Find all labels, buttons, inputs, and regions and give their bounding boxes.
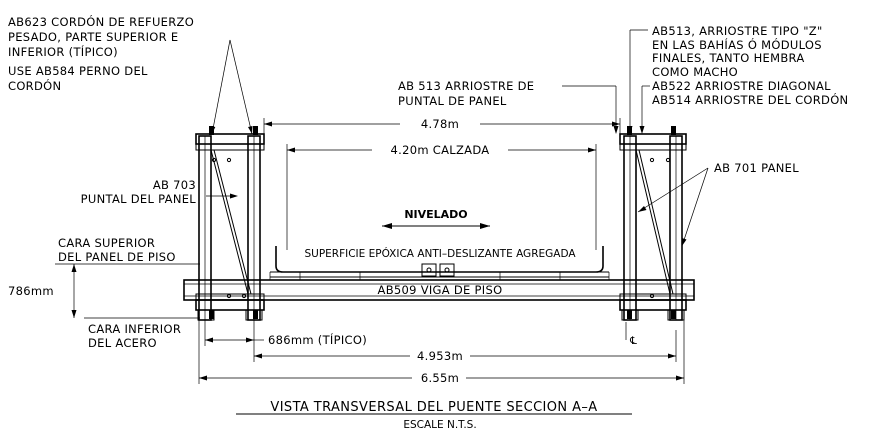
floor-beam-body (183, 279, 695, 301)
dim-786 (55, 263, 200, 319)
floor-beam (183, 279, 695, 301)
surface-label: SUPERFICIE EPÓXICA ANTI–DESLIZANTE AGREG… (304, 247, 576, 260)
svg-text:AB522 ARRIOSTRE DIAGONAL: AB522 ARRIOSTRE DIAGONAL (652, 79, 831, 93)
svg-text:INFERIOR (TÍPICO): INFERIOR (TÍPICO) (8, 44, 118, 59)
svg-text:USE AB584 PERNO DEL: USE AB584 PERNO DEL (8, 64, 148, 78)
svg-text:FINALES, TANTO HEMBRA: FINALES, TANTO HEMBRA (652, 51, 805, 65)
svg-text:CARA INFERIOR: CARA INFERIOR (88, 322, 181, 336)
dim-686-label: 686mm (TÍPICO) (268, 332, 367, 347)
centerline-mark: ℄ (629, 335, 637, 347)
leader-lines (206, 29, 709, 340)
nivelado-arrow (382, 223, 490, 229)
callout-ab513-right: AB513, ARRIOSTRE TIPO "Z" EN LAS BAHÍAS … (652, 24, 848, 107)
svg-text:EN LAS BAHÍAS Ó MÓDULOS: EN LAS BAHÍAS Ó MÓDULOS (652, 37, 822, 52)
drawing-title: VISTA TRANSVERSAL DEL PUENTE SECCION A–A (270, 400, 597, 415)
svg-text:CORDÓN: CORDÓN (8, 78, 61, 93)
dim-420 (286, 144, 597, 250)
floor-beam-label: AB509 VIGA DE PISO (378, 283, 503, 297)
callout-ab703: AB 703 PUNTAL DEL PANEL (81, 178, 197, 206)
dim-655-label: 6.55m (421, 371, 459, 385)
callout-ab513-left: AB 513 ARRIOSTRE DE PUNTAL DE PANEL (398, 79, 534, 108)
callout-ab701: AB 701 PANEL (714, 161, 799, 175)
svg-text:PUNTAL DEL PANEL: PUNTAL DEL PANEL (81, 192, 197, 206)
svg-text:AB623 CORDÓN DE REFUERZO: AB623 CORDÓN DE REFUERZO (8, 14, 194, 29)
svg-text:PUNTAL DE PANEL: PUNTAL DE PANEL (398, 94, 507, 108)
callout-ab623: AB623 CORDÓN DE REFUERZO PESADO, PARTE S… (8, 14, 194, 93)
dim-478-label: 4.78m (421, 117, 459, 131)
svg-text:AB 703: AB 703 (153, 178, 196, 192)
callout-cara-superior: CARA SUPERIOR DEL PANEL DE PISO (58, 236, 176, 264)
dim-4953 (253, 330, 677, 362)
svg-text:CARA SUPERIOR: CARA SUPERIOR (58, 236, 155, 250)
left-truss (195, 126, 265, 321)
svg-text:DEL PANEL DE PISO: DEL PANEL DE PISO (58, 250, 176, 264)
svg-text:AB 513 ARRIOSTRE DE: AB 513 ARRIOSTRE DE (398, 79, 534, 93)
dim-686 (204, 320, 264, 346)
callout-cara-inferior: CARA INFERIOR DEL ACERO (88, 322, 181, 350)
svg-text:AB514 ARRIOSTRE DEL CORDÓN: AB514 ARRIOSTRE DEL CORDÓN (652, 92, 848, 107)
dim-4953-label: 4.953m (417, 349, 463, 363)
svg-text:DEL ACERO: DEL ACERO (88, 336, 157, 350)
svg-text:AB513, ARRIOSTRE TIPO "Z": AB513, ARRIOSTRE TIPO "Z" (652, 24, 823, 38)
svg-text:PESADO, PARTE SUPERIOR E: PESADO, PARTE SUPERIOR E (8, 30, 178, 44)
deck-panel (269, 246, 610, 280)
dim-478 (263, 118, 621, 134)
nivelado-label: NIVELADO (404, 208, 467, 221)
right-truss (619, 126, 687, 321)
drawing-scale: ESCALE N.T.S. (403, 419, 476, 431)
dim-655 (198, 320, 685, 384)
dim-420-label: 4.20m CALZADA (391, 143, 490, 157)
svg-text:COMO MACHO: COMO MACHO (652, 65, 738, 79)
dim-786-label: 786mm (8, 284, 54, 298)
